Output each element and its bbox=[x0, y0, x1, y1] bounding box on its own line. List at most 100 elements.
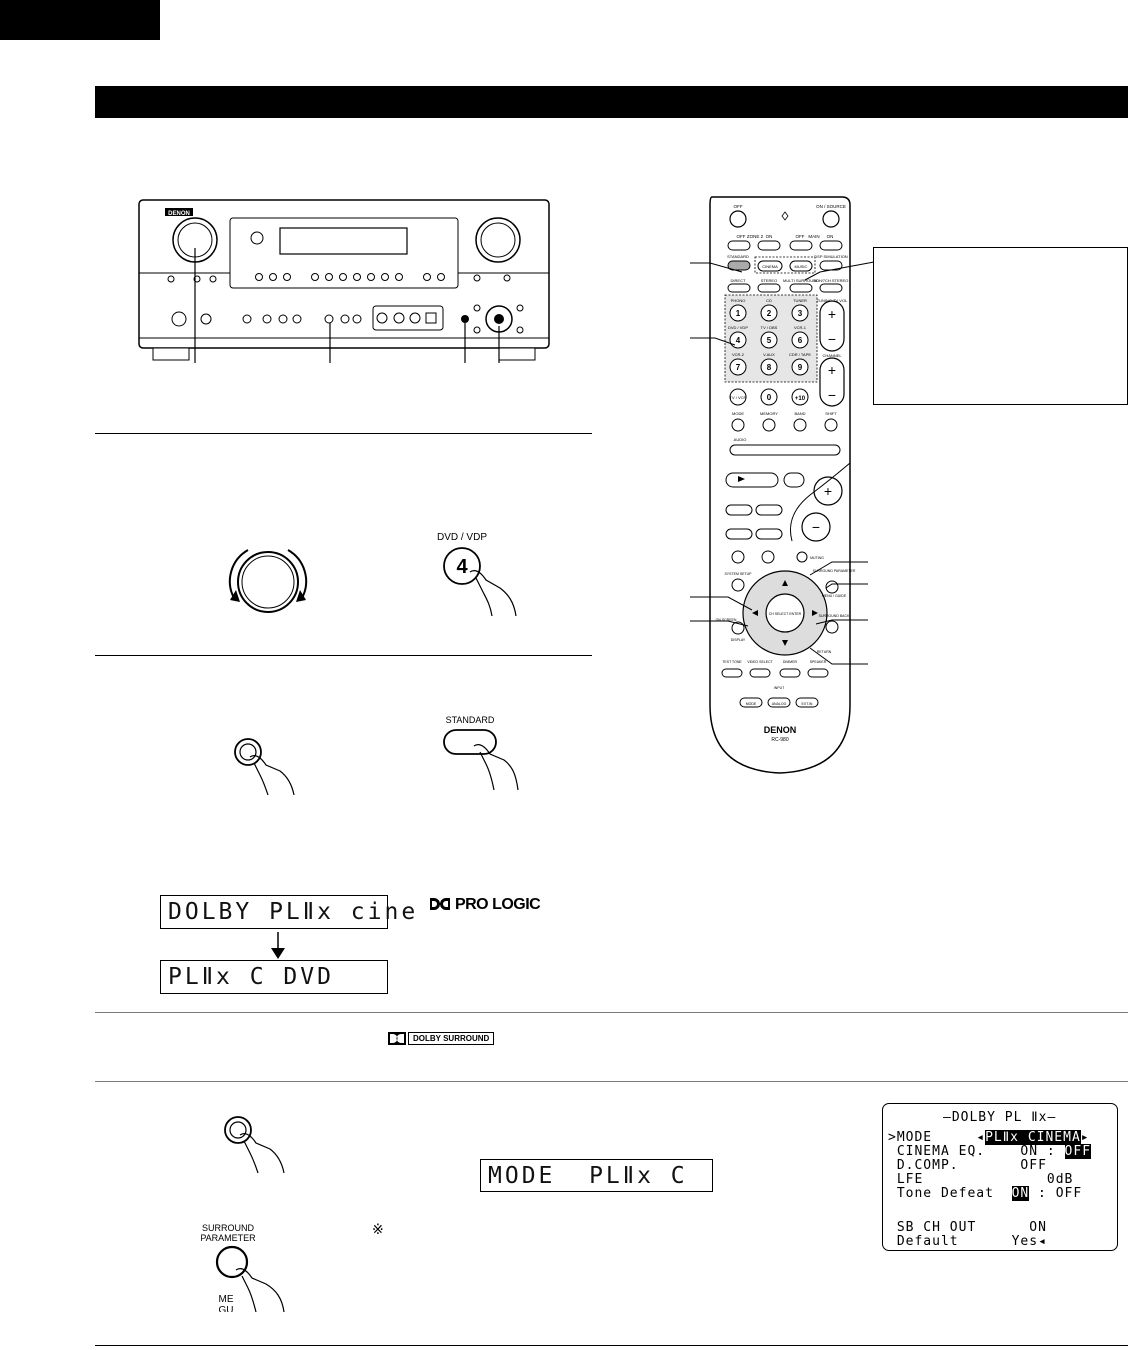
surround-param-label-2: PARAMETER bbox=[200, 1233, 256, 1243]
remote-mode-stereo: STEREO bbox=[761, 278, 777, 283]
section-divider-2 bbox=[95, 655, 592, 656]
osd-row-default: Default Yes◂ bbox=[888, 1235, 1047, 1249]
remote-num-1: 1 bbox=[736, 309, 741, 318]
remote-mode: MODE bbox=[732, 411, 744, 416]
remote-input-tv: TV / DBS bbox=[761, 325, 778, 330]
remote-label-off-zone: OFF bbox=[737, 234, 746, 239]
osd-label: LFE bbox=[888, 1172, 924, 1187]
remote-label-on-source: ON / SOURCE bbox=[816, 204, 846, 209]
dolby-surround-logo: DOLBY SURROUND bbox=[388, 1032, 495, 1045]
remote-mode-multi: MULTI SURROUND bbox=[783, 278, 819, 283]
remote-num-5: 5 bbox=[767, 336, 772, 345]
section-divider-5 bbox=[95, 1345, 1128, 1346]
remote-input-cd: CD bbox=[766, 298, 772, 303]
volume-down-icon: − bbox=[812, 519, 820, 535]
osd-row-cinema-eq: CINEMA EQ. ON : OFF bbox=[888, 1144, 1092, 1159]
remote-mode-dsp: DSP SIMULATION bbox=[814, 254, 848, 259]
input-button-illustration: DVD / VDP 4 bbox=[437, 532, 517, 617]
remote-label-on-zone: ON bbox=[766, 234, 773, 239]
input-button-label: DVD / VDP bbox=[437, 532, 487, 543]
remote-speaker: SPEAKER bbox=[810, 660, 827, 664]
remote-num-2: 2 bbox=[767, 309, 772, 318]
remote-callout-lines bbox=[690, 261, 875, 665]
section-divider-3 bbox=[95, 1012, 1128, 1013]
remote-input-vcr1: VCR-1 bbox=[794, 325, 807, 330]
remote-label-off-main: OFF bbox=[796, 234, 805, 239]
remote-input-cdr: CDR / TAPE bbox=[789, 352, 811, 357]
double-d-icon bbox=[388, 1032, 406, 1045]
remote-label-on-main: ON bbox=[827, 234, 834, 239]
remote-mode-cinema: CINEMA bbox=[762, 264, 778, 269]
remote-num-7: 7 bbox=[736, 363, 741, 372]
remote-surround-back: SURROUND BACK bbox=[819, 614, 850, 618]
osd-title: —DOLBY PL Ⅱx— bbox=[943, 1110, 1057, 1125]
osd-label: >MODE bbox=[888, 1130, 933, 1145]
remote-analog: ANALOG bbox=[772, 702, 787, 706]
menu-guide-fragment-1: ME bbox=[219, 1294, 234, 1305]
remote-label-off-1: OFF bbox=[734, 204, 743, 209]
standard-button-label: STANDARD bbox=[446, 715, 495, 725]
input-button-number: 4 bbox=[456, 556, 468, 578]
osd-label: Default bbox=[888, 1234, 959, 1249]
osd-sep: : bbox=[1038, 1144, 1065, 1159]
remote-audio: AUDIO bbox=[734, 437, 747, 442]
remote-ext-in: EXT.IN bbox=[802, 702, 813, 706]
pro-logic-text: PRO LOGIC bbox=[454, 896, 541, 913]
remote-tv-vcr: TV / VCR bbox=[730, 395, 747, 400]
osd-value-off: OFF bbox=[1064, 1144, 1092, 1159]
remote-num-6: 6 bbox=[798, 336, 803, 345]
remote-mode-music: MUSIC bbox=[795, 264, 808, 269]
remote-test-tone: TEST TONE bbox=[722, 660, 742, 664]
remote-model: RC-980 bbox=[771, 737, 788, 743]
minus-icon: − bbox=[828, 331, 836, 347]
remote-center-enter: CH SELECT ENTER bbox=[769, 612, 802, 616]
remote-display: DISPLAY bbox=[731, 638, 746, 642]
remote-mode-direct: DIRECT bbox=[731, 278, 746, 283]
remote-num-0: 0 bbox=[767, 393, 772, 402]
osd-value: Yes◂ bbox=[1011, 1234, 1047, 1249]
osd-screen: —DOLBY PL Ⅱx— >MODE ◂PLⅡx CINEMA▸ CINEMA… bbox=[882, 1103, 1118, 1251]
remote-shift: SHIFT bbox=[825, 411, 837, 416]
remote-label-main: MAIN bbox=[808, 234, 819, 239]
panel-button-illustration bbox=[234, 738, 295, 795]
remote-mode-5ch: 5CH/7CH STEREO bbox=[814, 278, 849, 283]
osd-row-lfe: LFE 0dB bbox=[888, 1173, 1073, 1187]
section-title-bar bbox=[95, 86, 1128, 118]
osd-value-on: ON bbox=[1020, 1144, 1039, 1159]
minus-icon: − bbox=[828, 387, 836, 403]
osd-value: OFF bbox=[1020, 1158, 1047, 1173]
menu-guide-fragment-2: GU bbox=[219, 1305, 234, 1312]
osd-label: Tone Defeat bbox=[888, 1186, 994, 1201]
remote-video-select: VIDEO SELECT bbox=[747, 660, 773, 664]
osd-row-tone-defeat: Tone Defeat ON : OFF bbox=[888, 1186, 1083, 1201]
surround-parameter-button-illustration: SURROUND PARAMETER ME GU bbox=[200, 1223, 285, 1312]
section-divider-1 bbox=[95, 433, 592, 434]
standard-button-illustration: STANDARD bbox=[443, 715, 519, 791]
surround-param-label-1: SURROUND bbox=[202, 1223, 255, 1233]
remote-memory: MEMORY bbox=[760, 411, 778, 416]
volume-up-icon: + bbox=[824, 483, 832, 499]
osd-value-on: ON bbox=[1011, 1186, 1030, 1201]
language-tab bbox=[0, 0, 160, 40]
front-panel-illustration: DENON bbox=[138, 199, 550, 363]
double-d-icon bbox=[430, 898, 450, 910]
osd-value: PLⅡx CINEMA bbox=[985, 1130, 1081, 1145]
remote-label-zone2: ZONE 2 bbox=[747, 234, 764, 239]
remote-num-3: 3 bbox=[798, 309, 803, 318]
knob-illustration bbox=[228, 549, 308, 613]
osd-value-off: OFF bbox=[1055, 1186, 1083, 1201]
panel-button-illustration-2 bbox=[224, 1116, 285, 1174]
osd-row-mode: >MODE ◂PLⅡx CINEMA▸ bbox=[888, 1130, 1090, 1145]
osd-sep: : bbox=[1029, 1186, 1056, 1201]
remote-input-dvd: DVD / VDP bbox=[728, 325, 748, 330]
osd-label: CINEMA EQ. bbox=[888, 1144, 986, 1159]
remote-input-tuner: TUNER bbox=[793, 298, 807, 303]
remote-muting: MUTING bbox=[810, 556, 824, 560]
osd-label: D.COMP. bbox=[888, 1158, 959, 1173]
down-arrow-icon bbox=[271, 932, 285, 959]
remote-input: INPUT bbox=[774, 686, 785, 690]
remote-input-vcr2: VCR-2 bbox=[732, 352, 745, 357]
remote-band: BAND bbox=[794, 411, 805, 416]
osd-row-sb-ch-out: SB CH OUT ON bbox=[888, 1221, 1047, 1235]
section-divider-4 bbox=[95, 1081, 1128, 1082]
